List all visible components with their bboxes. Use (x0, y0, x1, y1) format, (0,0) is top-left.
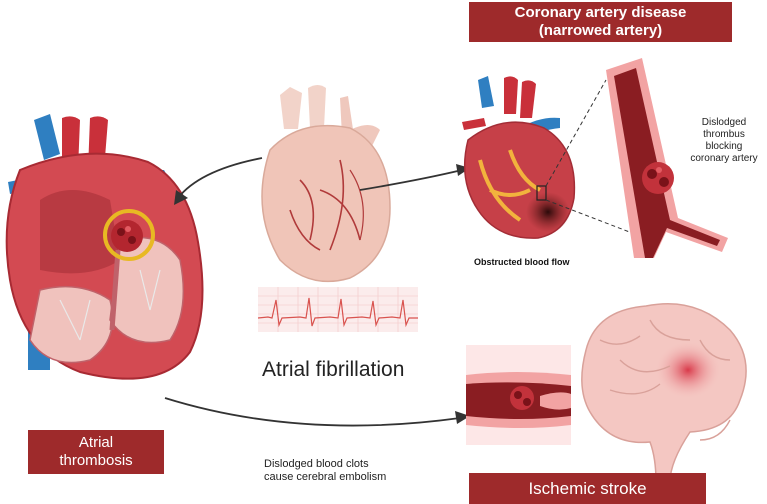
thrombus-clot (111, 220, 143, 252)
ischemic-stroke-box: Ischemic stroke (469, 473, 706, 504)
dislodged-line3: blocking (705, 141, 743, 152)
brain (581, 303, 747, 483)
arrow-head-right-bottom (455, 411, 470, 424)
dislodged-line2: thrombus (703, 129, 745, 140)
cad-title-line2: (narrowed artery) (538, 22, 663, 39)
dislodged-thrombus-label: Dislodged thrombus blocking coronary art… (680, 117, 767, 165)
thrombosis-line2: thrombosis (59, 452, 133, 469)
stroke-label: Ischemic stroke (528, 478, 647, 498)
clot-highlight-ring (103, 209, 155, 261)
ecg-strip (257, 287, 418, 332)
dislodged-line4: coronary artery (690, 153, 758, 164)
arrows (164, 157, 463, 427)
dislodged-line1: Dislodged (701, 117, 747, 128)
zoom-lines (545, 79, 641, 237)
clots-line1: Dislodged blood clots (264, 458, 369, 470)
arrow-head-left (174, 190, 188, 205)
vessel-panel (466, 345, 571, 445)
atrial-thrombosis-box: Atrial thrombosis (28, 430, 164, 474)
atrial-fibrillation-label: Atrial fibrillation (262, 358, 405, 381)
embolism-caption: Dislodged blood clots cause cerebral emb… (264, 458, 386, 484)
cad-title-box: Coronary artery disease (narrowed artery… (469, 2, 732, 42)
left-heart (5, 114, 204, 380)
thrombosis-line1: Atrial (78, 434, 114, 451)
center-heart (261, 85, 391, 283)
cad-heart (462, 76, 576, 239)
clots-line2: cause cerebral embolism (264, 471, 387, 483)
cad-title-line1: Coronary artery disease (514, 4, 687, 21)
obstructed-flow-label: Obstructed blood flow (474, 257, 570, 267)
artery-zoom (606, 58, 728, 258)
